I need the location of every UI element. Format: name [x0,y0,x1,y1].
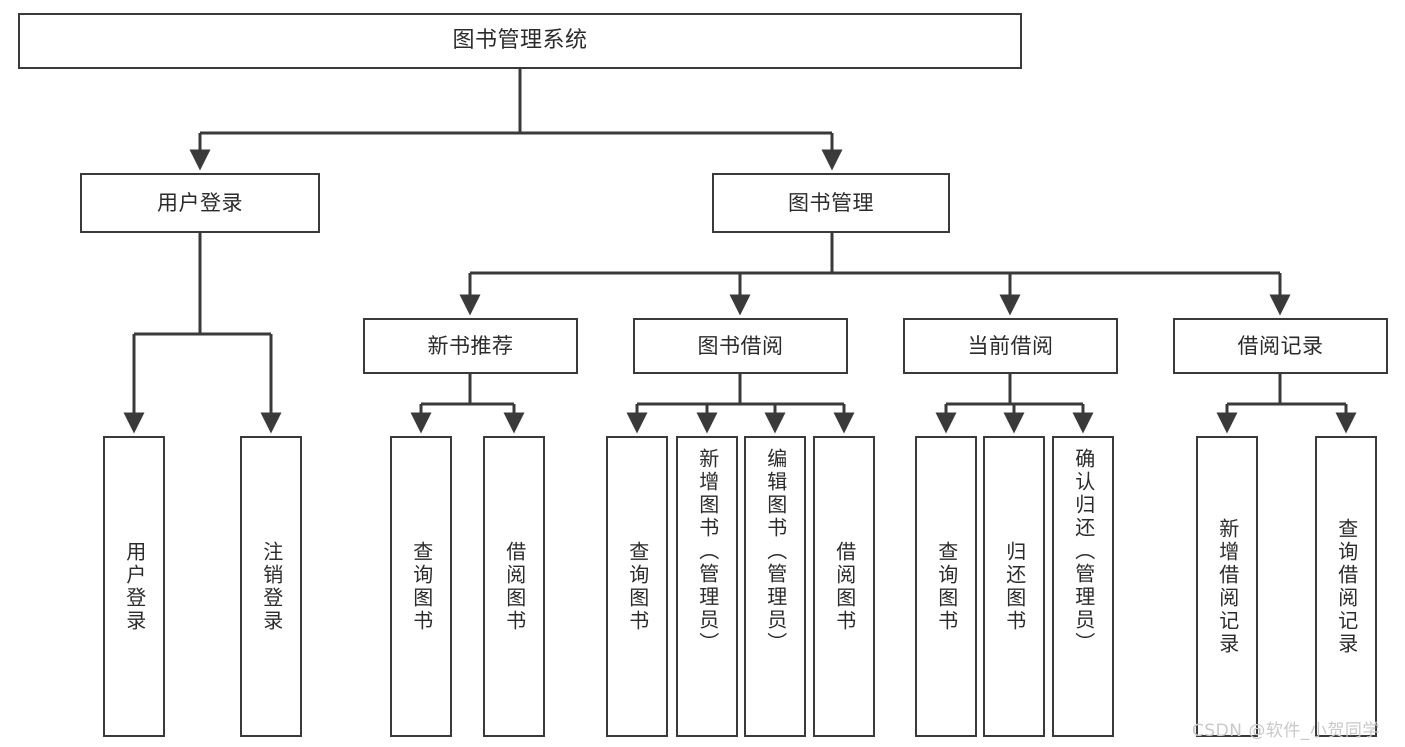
leaf-query-book-new-label: 查询图书 [409,540,434,633]
node-current-borrow[interactable]: 当前借阅 [903,318,1118,374]
leaf-query-book-borrow-label: 查询图书 [625,540,650,633]
node-book-borrow[interactable]: 图书借阅 [633,318,848,374]
csdn-watermark: CSDN @软件_小贺同学 [1192,721,1380,741]
node-user-login[interactable]: 用户登录 [80,173,320,233]
leaf-return-book-label: 归还图书 [1002,540,1027,633]
node-borrow-record-label: 借阅记录 [1237,333,1324,358]
leaf-query-book-borrow[interactable]: 查询图书 [606,436,668,737]
leaf-borrow-book-label: 借阅图书 [832,540,857,633]
leaf-confirm-return-admin-label: 确认归还（管理员） [1071,448,1096,655]
leaf-borrow-book[interactable]: 借阅图书 [813,436,875,737]
node-book-management-label: 图书管理 [788,190,874,215]
leaf-logout-login[interactable]: 注销登录 [240,436,302,737]
leaf-add-book-admin[interactable]: 新增图书（管理员） [676,436,738,737]
node-new-book-recommend[interactable]: 新书推荐 [363,318,578,374]
leaf-add-borrow-record-label: 新增借阅记录 [1215,517,1240,656]
leaf-borrow-book-new[interactable]: 借阅图书 [483,436,545,737]
node-new-book-recommend-label: 新书推荐 [427,333,514,358]
leaf-borrow-book-new-label: 借阅图书 [502,540,527,633]
leaf-user-login-label: 用户登录 [122,540,147,633]
node-user-login-label: 用户登录 [157,190,243,215]
leaf-add-borrow-record[interactable]: 新增借阅记录 [1196,436,1258,737]
leaf-return-book[interactable]: 归还图书 [983,436,1045,737]
node-borrow-record[interactable]: 借阅记录 [1173,318,1388,374]
node-root[interactable]: 图书管理系统 [18,13,1022,69]
node-current-borrow-label: 当前借阅 [967,333,1054,358]
leaf-query-book-new[interactable]: 查询图书 [390,436,452,737]
leaf-query-book-current-label: 查询图书 [934,540,959,633]
leaf-query-borrow-record[interactable]: 查询借阅记录 [1315,436,1377,737]
node-book-borrow-label: 图书借阅 [697,333,784,358]
leaf-query-borrow-record-label: 查询借阅记录 [1334,517,1359,656]
leaf-query-book-current[interactable]: 查询图书 [915,436,977,737]
node-book-management[interactable]: 图书管理 [712,173,950,233]
leaf-edit-book-admin-label: 编辑图书（管理员） [763,448,788,655]
leaf-user-login[interactable]: 用户登录 [103,436,165,737]
leaf-add-book-admin-label: 新增图书（管理员） [695,448,720,655]
leaf-logout-login-label: 注销登录 [259,540,284,633]
node-root-label: 图书管理系统 [452,28,588,54]
leaf-confirm-return-admin[interactable]: 确认归还（管理员） [1052,436,1114,737]
leaf-edit-book-admin[interactable]: 编辑图书（管理员） [744,436,806,737]
